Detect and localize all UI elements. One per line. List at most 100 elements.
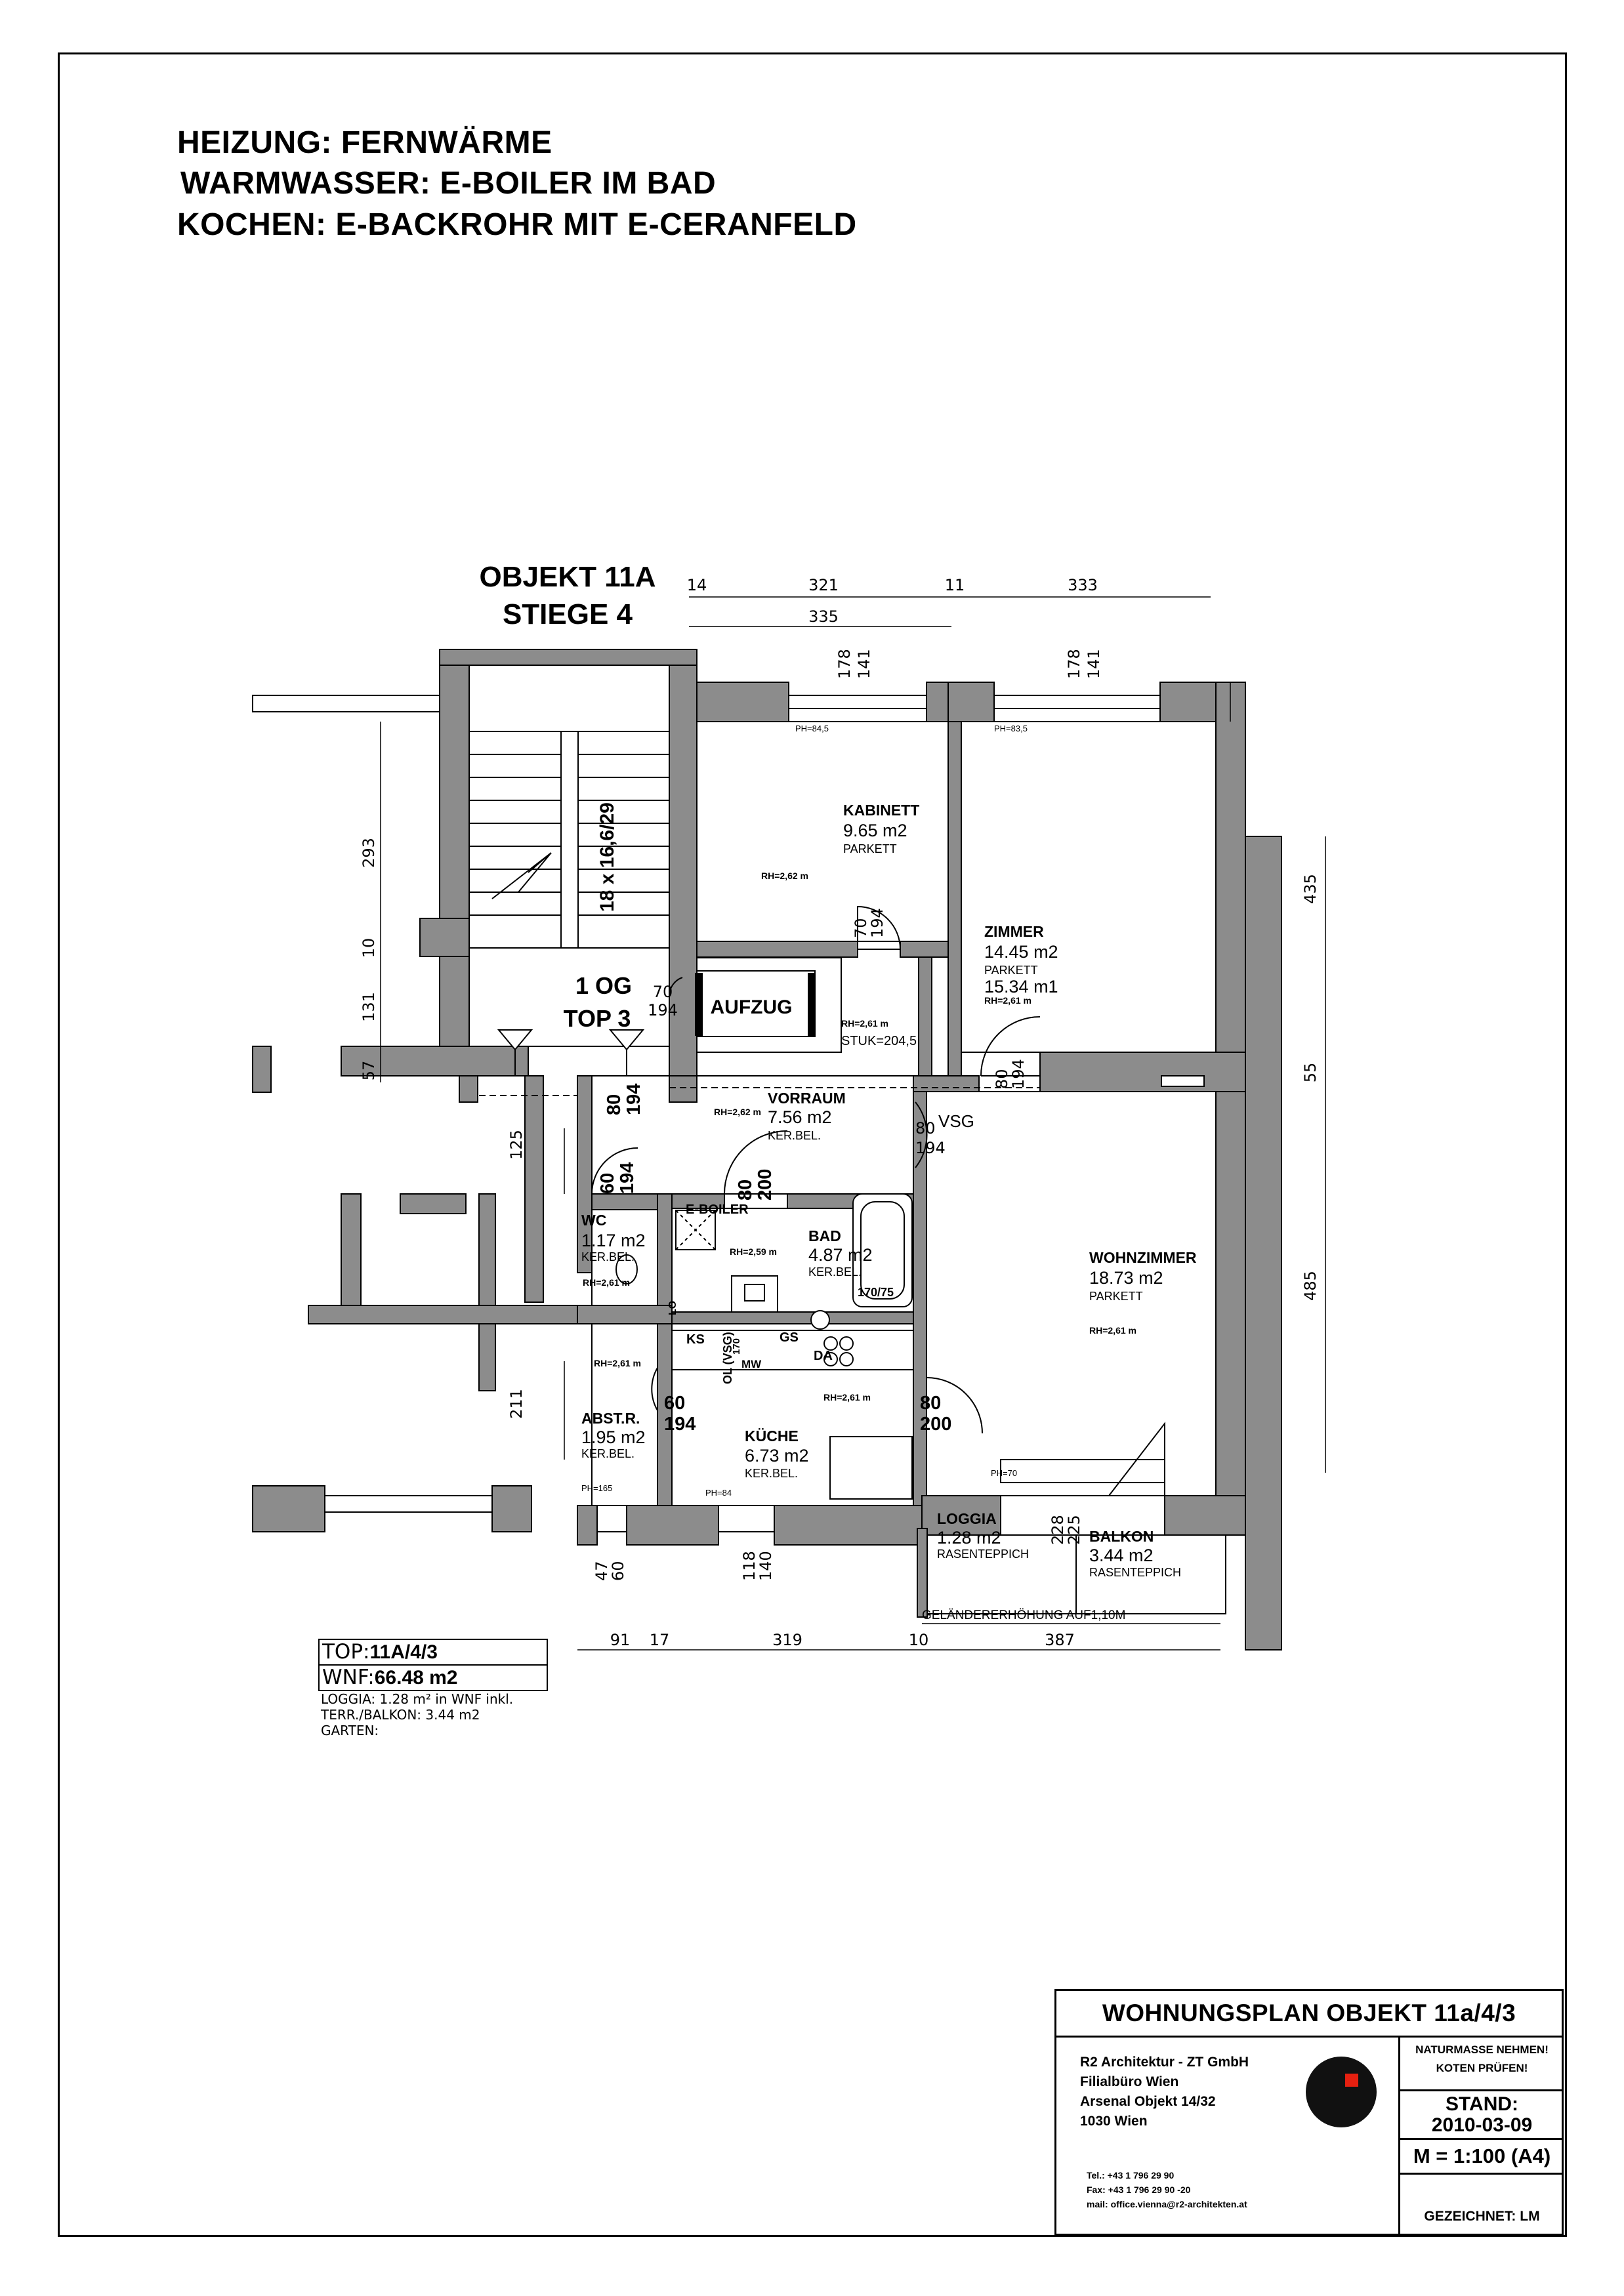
windows (252, 695, 1165, 1532)
window-left (324, 1495, 493, 1513)
door-kitchen-h: 200 (920, 1414, 951, 1435)
dimension-lines (380, 596, 1326, 1650)
kitchen-area: 6.73 m2 (745, 1446, 809, 1466)
kitchen-ks: KS (686, 1332, 705, 1347)
wall-wc-top (591, 1193, 658, 1210)
dim-window-a-2: 141 (855, 649, 873, 679)
unit-top-value: 11A/4/3 (369, 1641, 438, 1663)
wall-kab-zim (947, 721, 962, 1076)
door-abstr-h: 194 (664, 1414, 696, 1435)
wc-rh: RH=2,61 m (583, 1277, 630, 1288)
bathtub-size: 170/75 (858, 1286, 894, 1299)
dim-window-a-1: 178 (835, 649, 854, 679)
door-vorraum-swing (915, 1101, 928, 1168)
wall-top-3 (947, 682, 995, 722)
dim-top-335: 335 (808, 607, 839, 626)
dim-left-10: 10 (360, 938, 378, 958)
stand-label: STAND: (1445, 2093, 1519, 2115)
unit-wnf-row: WNF:66.48 m2 (320, 1664, 547, 1690)
wc-area: 1.17 m2 (581, 1231, 646, 1250)
wohnzimmer-outline (926, 1091, 1217, 1496)
door-abstr-w: 60 (664, 1393, 685, 1414)
wall-bottom-5 (1164, 1495, 1246, 1536)
floor-label: 1 OG (575, 972, 632, 999)
site-note-1: NATURMASSE NEHMEN! (1415, 2043, 1549, 2056)
stair-treads (469, 754, 669, 916)
kitchen-mw: MW (741, 1358, 762, 1370)
office-line-1: R2 Architektur - ZT GmbH (1080, 2055, 1249, 2070)
wall-stair-left (439, 649, 470, 1047)
loggia-note: LOGGIA: 1.28 m² in WNF inkl. (321, 1691, 514, 1707)
hot-water-note: WARMWASSER: E-BOILER IM BAD (180, 166, 717, 201)
wohnzimmer-floor: PARKETT (1089, 1290, 1143, 1303)
kitchen-table (829, 1436, 913, 1500)
dim-bottom-387: 387 (1045, 1631, 1075, 1649)
wohnzimmer-rh: RH=2,61 m (1089, 1325, 1136, 1336)
wohnzimmer-area: 18.73 m2 (1089, 1268, 1163, 1288)
contact-phone: Tel.: +43 1 796 29 90 (1087, 2170, 1175, 2181)
wall-zim-stub (913, 1075, 980, 1092)
office-line-2: Filialbüro Wien (1080, 2074, 1179, 2089)
unit-info: TOP:11A/4/3 WNF:66.48 m2 LOGGIA: 1.28 m²… (318, 1639, 548, 1738)
bad-floor: KER.BEL. (808, 1265, 862, 1279)
vorraum-name: VORRAUM (768, 1090, 846, 1107)
vorraum-floor: KER.BEL. (768, 1129, 821, 1142)
door-kitchen-w: 80 (920, 1393, 941, 1414)
kitchen-floor: KER.BEL. (745, 1467, 798, 1480)
dim-window-b-1: 178 (1065, 649, 1083, 679)
kabinett-floor: PARKETT (843, 842, 897, 855)
wc-outline (591, 1209, 658, 1306)
wall-corridor-left (524, 1075, 544, 1303)
loggia-floor: RASENTEPPICH (937, 1548, 1029, 1561)
kitchen-gs: GS (780, 1330, 799, 1345)
elevator (695, 957, 842, 1053)
contact-mail: mail: office.vienna@r2-architekten.at (1087, 2199, 1247, 2209)
window-kitchen (718, 1505, 775, 1532)
bad-area: 4.87 m2 (808, 1245, 873, 1265)
zimmer-area: 14.45 m2 (984, 942, 1058, 962)
stair-name: STIEGE 4 (502, 598, 633, 630)
office-contact: Tel.: +43 1 796 29 90 Fax: +43 1 796 29 … (1087, 2168, 1247, 2211)
terrace-note: TERR./BALKON: 3.44 m2 (321, 1707, 480, 1723)
vorraum-area: 7.56 m2 (768, 1107, 832, 1127)
wall-kab-bottom (696, 941, 858, 958)
kabinett-ph: PH=84,5 (795, 724, 829, 733)
door-wc-h: 194 (617, 1162, 638, 1194)
balkon-area: 3.44 m2 (1089, 1546, 1154, 1565)
interior-lines (479, 721, 1217, 1506)
door-kabinett-swing (857, 905, 902, 950)
door-kitchen-swing (926, 1377, 983, 1434)
logo-accent (1345, 2074, 1358, 2087)
door-vorraum-right-w: 80 (915, 1119, 936, 1138)
dim-right-485: 485 (1301, 1271, 1320, 1301)
kitchen-rh: RH=2,61 m (823, 1392, 871, 1403)
door-entry-w: 80 (604, 1094, 625, 1115)
door-abstr-swing (651, 1367, 658, 1411)
abstr-name: ABST.R. (581, 1410, 640, 1427)
wall-top-1 (696, 682, 789, 722)
wall-kab-bottom-2 (900, 941, 949, 958)
dim-window-b-2: 141 (1085, 649, 1103, 679)
abstr-rh: RH=2,61 m (594, 1358, 641, 1368)
dim-bottom-118: 118 (740, 1551, 759, 1581)
garden-note: GARTEN: (321, 1723, 379, 1738)
dim-right-435: 435 (1301, 874, 1320, 904)
abstr-area: 1.95 m2 (581, 1427, 646, 1447)
door-vsg-label: VSG (938, 1111, 974, 1131)
site-note-2: KOTEN PRÜFEN! (1436, 2062, 1528, 2074)
door-wc-swing (591, 1147, 638, 1195)
bad-outline (671, 1208, 914, 1313)
abstr-floor: KER.BEL. (581, 1447, 635, 1460)
toilet (615, 1254, 638, 1284)
wall-top-4 (1159, 682, 1217, 722)
window-stair (252, 695, 440, 712)
object-name: OBJEKT 11A (479, 561, 656, 593)
kitchen-da: DA (814, 1349, 833, 1363)
door-kabinett-h: 194 (868, 908, 886, 938)
washing-machine (810, 1310, 830, 1330)
wc-floor: KER.BEL. (581, 1250, 635, 1263)
wall-vorraum-stub (918, 956, 932, 1092)
dim-left-125: 125 (507, 1130, 526, 1160)
loggia-name: LOGGIA (937, 1510, 997, 1527)
dim-top-321: 321 (808, 576, 839, 594)
